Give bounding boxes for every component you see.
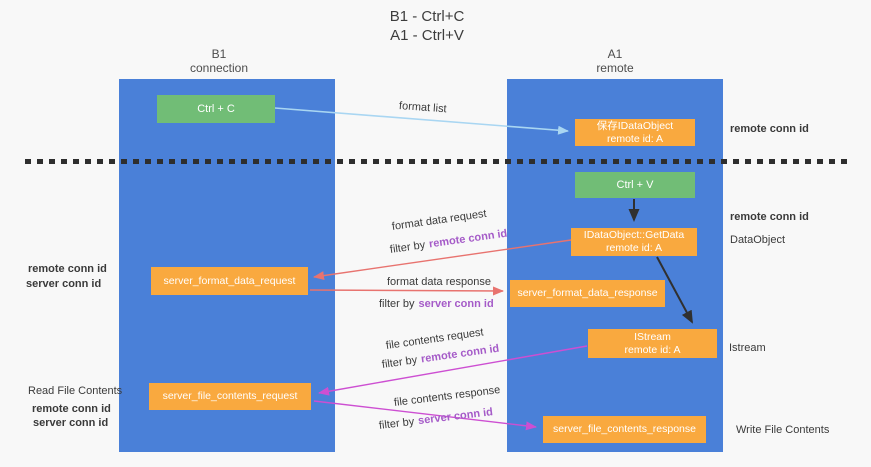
istream-box: IStream remote id: A: [588, 329, 717, 358]
left-server-conn-id-bottom: server conn id: [33, 417, 109, 429]
server-format-data-response-label: server_format_data_response: [517, 287, 658, 299]
arrow-format-data-request: [313, 239, 572, 281]
label-format-data-response: format data response: [387, 276, 491, 288]
server-conn-id-text-2: server conn id: [418, 298, 494, 310]
left-column-header: B1 connection: [149, 47, 289, 75]
dashed-separator-line: [25, 159, 848, 164]
server-file-contents-request-label: server_file_contents_request: [162, 390, 298, 402]
server-format-data-request-label: server_format_data_request: [163, 274, 296, 287]
server-format-data-response-box: server_format_data_response: [510, 280, 665, 307]
left-column-name: B1: [211, 47, 227, 61]
right-write-file-contents-label: Write File Contents: [736, 424, 830, 436]
idataobject-getdata-box: IDataObject::GetData remote id: A: [571, 228, 697, 256]
title-line-1: B1 - Ctrl+C: [389, 8, 465, 25]
save-idataobject-line2: remote id: A: [606, 132, 664, 145]
arrow-getdata-to-istream: [656, 256, 693, 324]
right-column-subtitle: remote: [596, 61, 634, 75]
filter-by-text-2: filter by: [379, 298, 415, 310]
left-read-file-contents-label: Read File Contents: [28, 385, 123, 397]
getdata-line1: IDataObject::GetData: [583, 229, 685, 241]
ctrl-c-box: Ctrl + C: [157, 95, 275, 123]
left-column-subtitle: connection: [189, 61, 249, 75]
arrow-file-contents-response: [313, 400, 537, 431]
right-istream-label: Istream: [729, 342, 766, 354]
istream-line2: remote id: A: [624, 343, 681, 356]
right-dataobject-label: DataObject: [730, 234, 786, 246]
arrow-format-list: [274, 107, 569, 135]
arrow-file-contents-request: [318, 345, 588, 396]
server-file-contents-response-box: server_file_contents_response: [543, 416, 706, 443]
title-line-2: A1 - Ctrl+V: [390, 27, 464, 44]
arrow-format-data-response: [309, 286, 504, 296]
save-idataobject-box: 保存IDataObject remote id: A: [575, 119, 695, 146]
server-format-data-request-box: server_format_data_request: [151, 267, 308, 295]
left-remote-conn-id-bottom: remote conn id: [32, 403, 111, 415]
getdata-line2: remote id: A: [605, 242, 663, 254]
left-server-conn-id-top: server conn id: [26, 278, 102, 290]
ctrl-v-box: Ctrl + V: [575, 172, 695, 198]
server-file-contents-request-box: server_file_contents_request: [149, 383, 311, 410]
ctrl-v-label: Ctrl + V: [616, 179, 654, 191]
server-file-contents-response-label: server_file_contents_response: [552, 423, 696, 435]
ctrl-c-label: Ctrl + C: [197, 103, 235, 115]
right-remote-conn-id-top: remote conn id: [730, 123, 809, 135]
save-idataobject-line1: 保存IDataObject: [596, 119, 674, 132]
right-column-header: A1 remote: [545, 47, 685, 75]
istream-line1: IStream: [634, 330, 671, 343]
left-remote-conn-id-top: remote conn id: [28, 263, 107, 275]
right-column-name: A1: [607, 47, 623, 61]
right-remote-conn-id-mid: remote conn id: [730, 211, 809, 223]
page-title: B1 - Ctrl+C A1 - Ctrl+V: [277, 7, 577, 45]
